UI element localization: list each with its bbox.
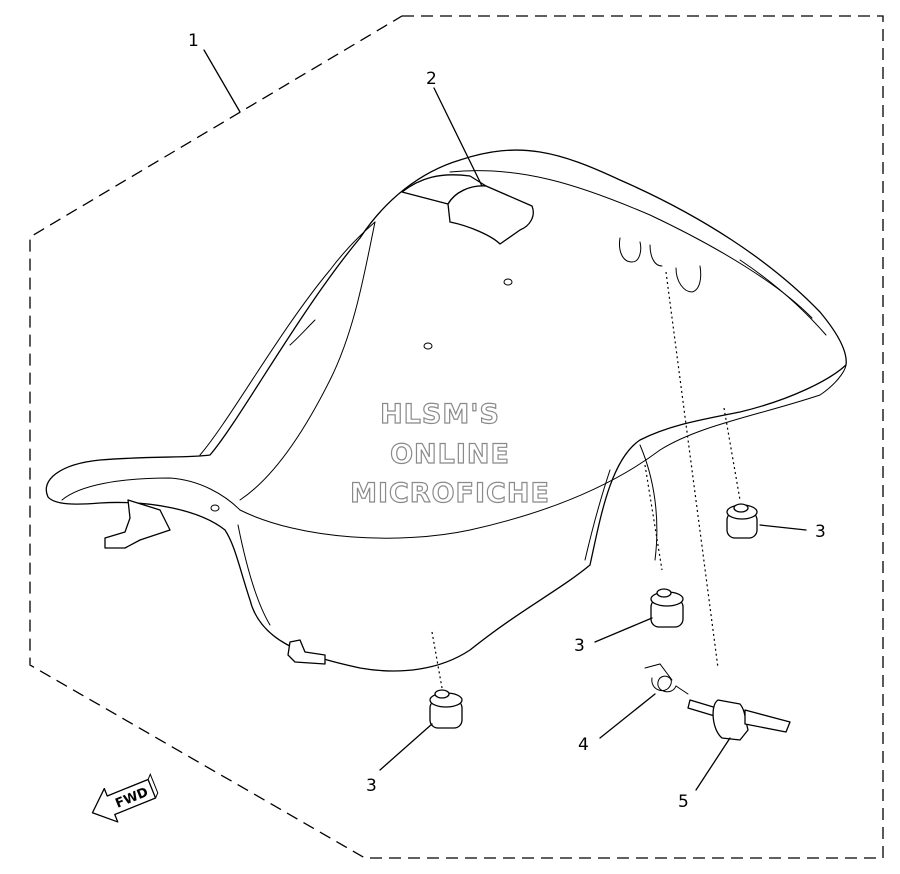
seat-rear-edge (739, 259, 827, 336)
fastener-line-middle (644, 464, 663, 571)
seat-strap (401, 174, 534, 245)
leader-damper-middle (594, 617, 653, 643)
seat-seam-inner (289, 319, 316, 346)
watermark-line1: HLSM'S (380, 399, 500, 430)
leader-assembly (203, 49, 241, 113)
strap-end (447, 185, 534, 245)
seat-side-contour-2 (639, 444, 658, 561)
seat-bottom-bracket (287, 639, 326, 665)
leader-hook (695, 737, 731, 791)
damper-right (726, 503, 758, 539)
callout-damper-left: 3 (366, 776, 377, 796)
callout-assembly: 1 (188, 31, 199, 51)
leader-damper-right (759, 524, 807, 531)
seat-hook (687, 699, 791, 741)
callout-spring: 4 (578, 735, 589, 755)
callout-damper-right: 3 (815, 522, 826, 542)
callout-hook: 5 (678, 792, 689, 812)
seat-seam-left (199, 221, 376, 456)
mount-hole-3 (210, 504, 220, 512)
mount-hole-1 (503, 278, 513, 286)
callout-strap: 2 (426, 69, 437, 89)
fwd-arrow: FWD (91, 772, 159, 823)
hook-slot-2 (649, 244, 663, 267)
seat-side-lower (237, 524, 271, 626)
fastener-line-hook (665, 271, 719, 669)
seat-front-edge (61, 477, 241, 511)
damper-middle (650, 588, 684, 628)
seat-seam-left-2 (239, 221, 376, 501)
spring (644, 663, 689, 695)
fastener-line-right (723, 407, 741, 501)
watermark-line2: ONLINE (390, 439, 510, 470)
seat-side-edge (239, 364, 847, 539)
damper-left (429, 689, 463, 729)
seat-front-tab (104, 499, 171, 549)
seat (45, 149, 847, 672)
leader-damper-left (379, 723, 433, 771)
hook-slot-3 (675, 265, 702, 293)
seat-top-ridge (449, 170, 813, 319)
callout-damper-middle: 3 (574, 636, 585, 656)
watermark-line3: MICROFICHE (350, 478, 550, 509)
mount-hole-2 (423, 342, 433, 350)
seat-side-contour (584, 469, 611, 561)
leader-spring (599, 693, 656, 739)
assembly-boundary (29, 15, 884, 859)
seat-cushion (45, 149, 847, 672)
hook-slot-1 (619, 237, 642, 263)
leader-strap (433, 87, 483, 187)
